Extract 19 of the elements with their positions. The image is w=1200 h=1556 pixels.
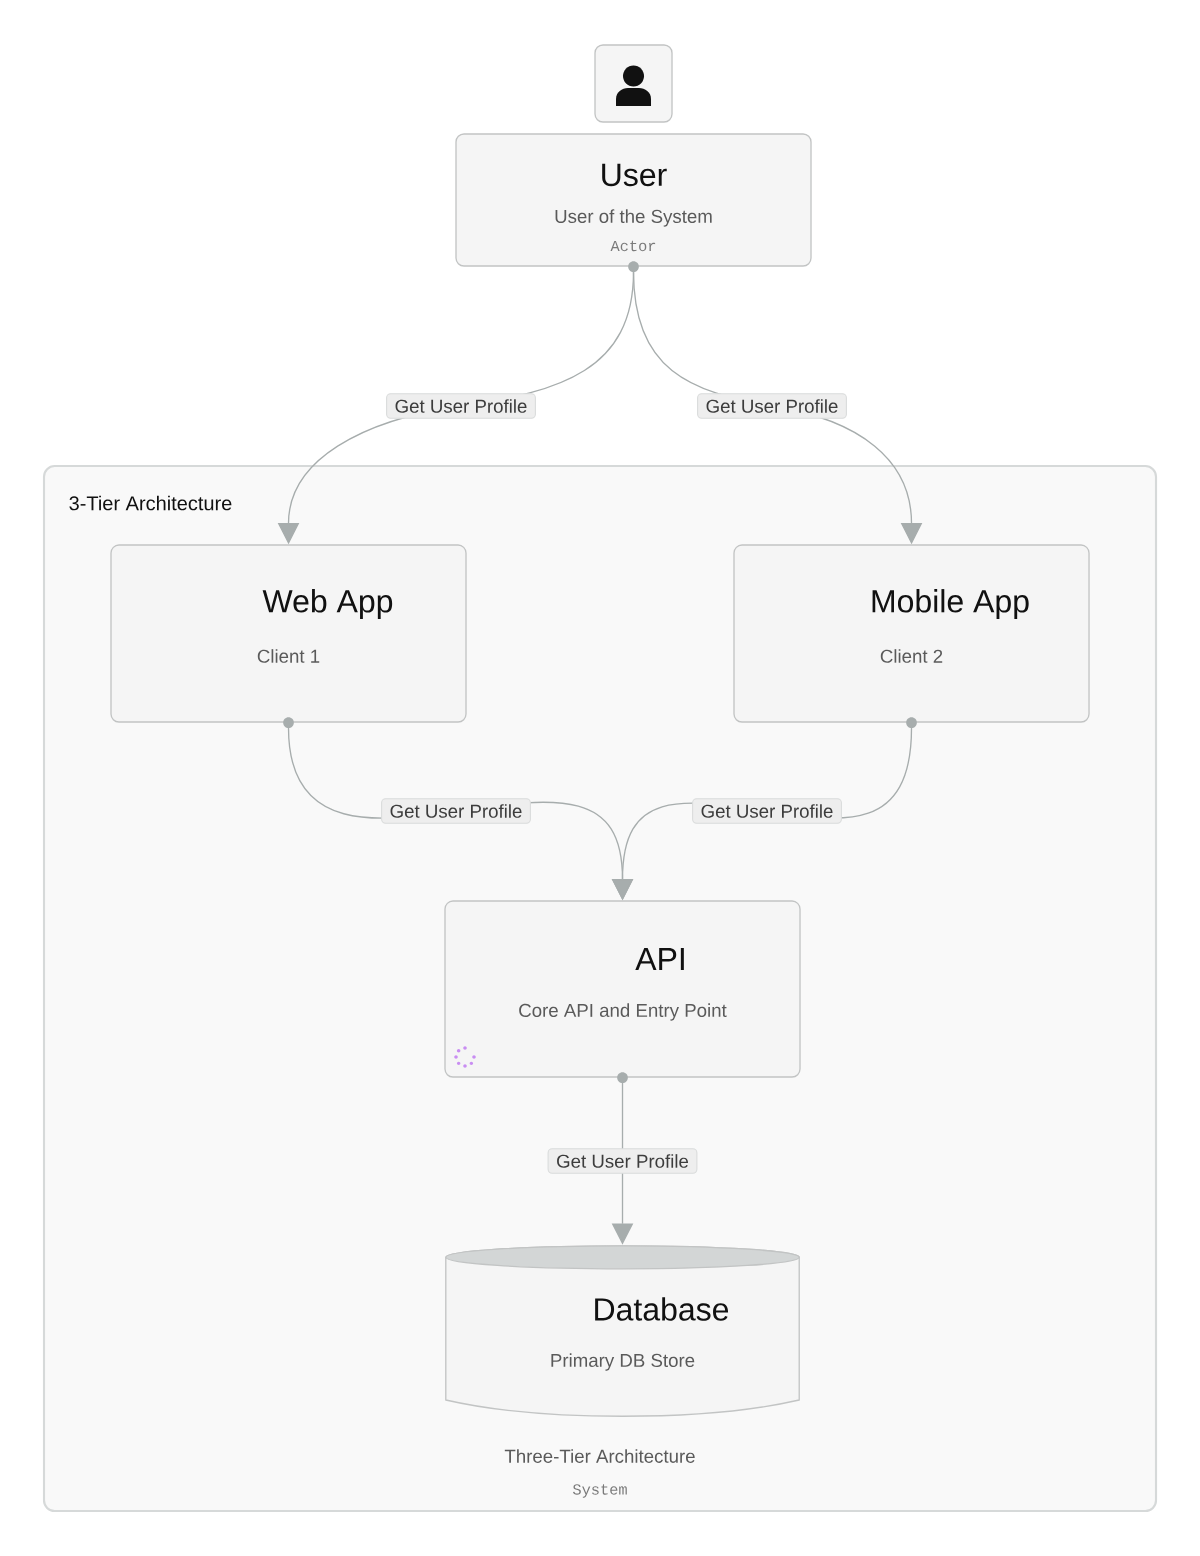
node-description: User of the System <box>555 209 712 227</box>
edge-label: Get User Profile <box>547 1148 698 1174</box>
edge-label: Get User Profile <box>386 393 536 419</box>
node-title: Database <box>595 1297 729 1321</box>
node-title: Mobile App <box>872 589 1029 619</box>
node-type: Actor <box>610 240 656 252</box>
node-type: System <box>573 1484 627 1498</box>
node-title: Web App <box>262 589 393 619</box>
node-description: Client 2 <box>880 649 943 663</box>
edge-label: Get User Profile <box>697 393 847 419</box>
node-title: API <box>635 948 684 970</box>
node-description: Client 1 <box>257 649 320 663</box>
edge-label: Get User Profile <box>381 798 531 824</box>
node-title: User <box>602 163 667 187</box>
node-description: Core API and Entry Point <box>519 1003 727 1021</box>
edge-label: Get User Profile <box>692 798 842 824</box>
node-description: Primary DB Store <box>551 1353 695 1371</box>
node-description: Three-Tier Architecture <box>504 1449 695 1463</box>
group-title: 3-Tier Architecture <box>69 495 232 511</box>
